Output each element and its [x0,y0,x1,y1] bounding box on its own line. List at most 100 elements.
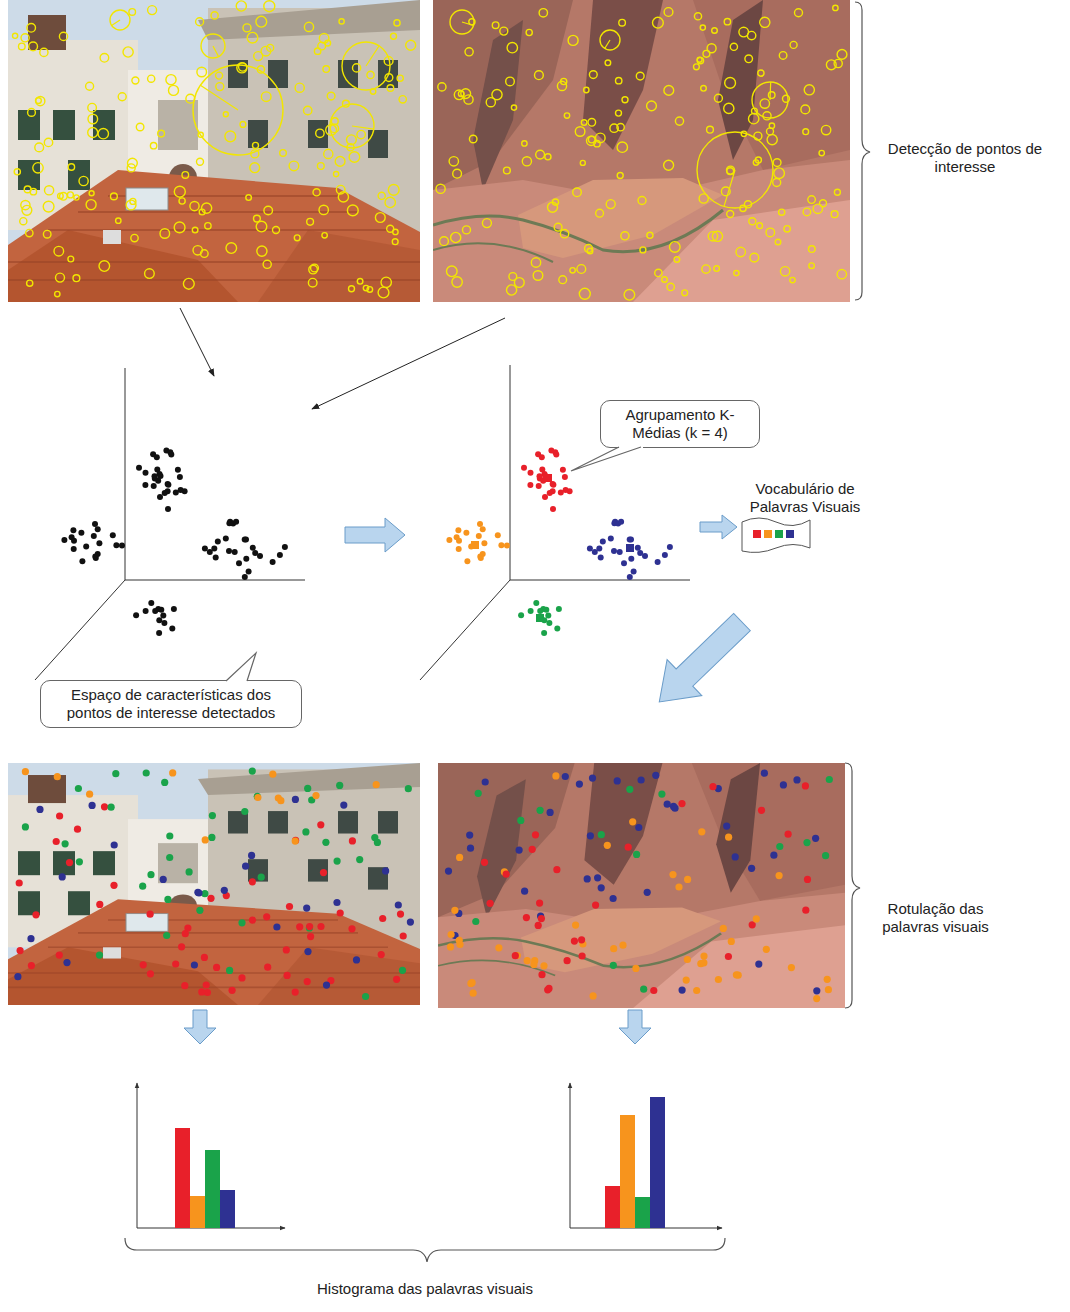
feature-point [476,533,482,539]
visual-word-dot [178,943,185,950]
visual-word-dot [584,875,591,882]
feature-point [173,490,179,496]
keypoint [573,188,582,197]
feature-point [252,550,258,556]
feature-point [481,540,487,546]
vocabulary-sheet [742,518,810,552]
keypoint [393,229,398,234]
feature-point [142,482,148,488]
visual-word-dot [292,796,299,803]
visual-word-dot [671,805,678,812]
keypoint [116,218,121,223]
visual-word-dot [664,801,671,808]
keypoint [675,117,683,125]
histogram [570,1083,722,1228]
visual-word-dot [147,871,154,878]
keypoint [714,266,720,272]
visual-word-dot [521,888,528,895]
visual-word-dot [678,800,685,807]
visual-word-dot [292,989,299,996]
keypoint-orientation [352,126,374,129]
keypoint [712,231,722,241]
visual-word-dot [720,925,727,932]
visual-word-dot [110,882,117,889]
keypoint [261,92,271,102]
keypoint [554,223,562,231]
cluster-centroid [471,541,479,549]
keypoint [531,258,540,267]
keypoint [767,135,777,145]
flow-arrow [180,308,214,376]
feature-point [463,530,469,536]
feature-point [480,526,486,532]
keypoint [67,192,73,198]
keypoint [322,233,327,238]
keypoint [397,75,403,81]
keypoint [100,54,109,63]
keypoint [148,75,155,82]
keypoint [43,230,51,238]
keypoint [638,197,646,205]
keypoint [387,85,394,92]
keypoint [833,5,838,10]
visual-word-dot [14,973,21,980]
feature-point [542,494,548,500]
feature-point [608,536,614,542]
keypoint [338,192,348,202]
keypoint [21,34,29,42]
histogram [137,1083,285,1228]
feature-point [226,548,232,554]
feature-point [168,452,174,458]
visual-word-dot [675,883,682,890]
visual-word-dot [802,782,809,789]
keypoint [616,78,622,84]
keypoint [605,60,611,66]
feature-point [92,554,98,560]
visual-word-dot [101,803,108,810]
keypoint [697,132,773,208]
keypoint [388,185,399,196]
keypoint [747,31,755,39]
visual-word-dot [761,770,768,777]
keypoint [391,33,397,39]
visual-word-dot [160,876,167,883]
keypoint [385,197,395,207]
feature-point [156,630,162,636]
visual-word-dot [317,821,324,828]
visual-word-dot [487,900,494,907]
feature-point [169,625,175,631]
visual-word-dot [587,832,594,839]
feature-point [504,543,510,549]
visual-word-dot [273,923,280,930]
feature-point [611,548,617,554]
feature-point [556,606,562,612]
keypoint [30,189,36,195]
keypoint [86,82,94,90]
feature-point [562,474,568,480]
feature-point [78,530,84,536]
feature-point [71,538,77,544]
visual-word-dot [598,831,605,838]
visual-word-dot [545,985,552,992]
visual-word-dot [397,911,404,918]
keypoint [584,87,589,92]
visual-word-dot [382,867,389,874]
keypoint [257,246,267,256]
keypoint [701,86,707,92]
keypoint [647,232,653,238]
keypoint [307,218,314,225]
visual-word-dot [523,914,530,921]
visual-word-dot [139,883,146,890]
visual-word-dot [286,903,293,910]
keypoint [327,92,335,100]
keypoint [697,57,702,62]
visual-word-dot [395,901,402,908]
feature-point [243,537,249,543]
keypoint [263,260,271,268]
keypoint [610,124,618,132]
bubble-text: Agrupamento K-Médias (k = 4) [610,406,750,442]
visual-word-dot [451,907,458,914]
keypoint [127,164,135,172]
visual-word-dot [407,919,414,926]
visual-word-dot [732,853,739,860]
